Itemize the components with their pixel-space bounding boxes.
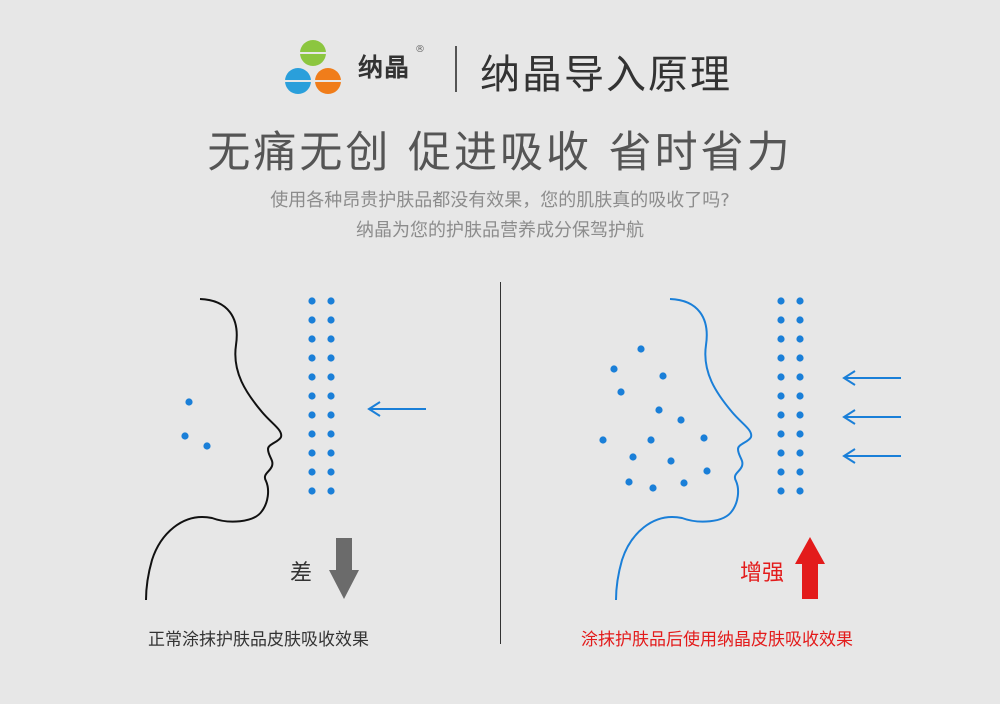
arrow-up-icon xyxy=(795,537,825,599)
header-divider xyxy=(455,46,457,92)
right-face-profile xyxy=(615,298,753,601)
page-title: 纳晶导入原理 xyxy=(480,52,732,98)
right-absorbed-dots xyxy=(599,345,711,492)
left-dot-barrier xyxy=(308,297,335,495)
left-absorbed-dots xyxy=(181,398,211,450)
left-incoming-arrow xyxy=(367,401,426,417)
brand-logo-icon xyxy=(285,40,341,94)
right-dot-barrier xyxy=(777,297,804,495)
right-effect-label: 增强 xyxy=(740,561,785,586)
brand-name: 纳晶 xyxy=(358,53,411,82)
arrow-down-icon xyxy=(329,538,359,599)
left-face-profile xyxy=(145,298,283,601)
right-incoming-arrows xyxy=(842,370,901,464)
subtitle-line-2: 纳晶为您的护肤品营养成分保驾护航 xyxy=(356,220,644,241)
subtitle-line-1: 使用各种昂贵护肤品都没有效果，您的肌肤真的吸收了吗? xyxy=(270,190,730,211)
registered-mark: ® xyxy=(415,44,425,55)
right-caption: 涂抹护肤品后使用纳晶皮肤吸收效果 xyxy=(581,630,853,650)
left-caption: 正常涂抹护肤品皮肤吸收效果 xyxy=(148,630,369,650)
left-effect-label: 差 xyxy=(290,561,313,586)
headline: 无痛无创 促进吸收 省时省力 xyxy=(207,128,793,178)
brand-header: 纳晶 ® 纳晶导入原理 xyxy=(0,38,1000,102)
panel-divider xyxy=(500,282,501,644)
